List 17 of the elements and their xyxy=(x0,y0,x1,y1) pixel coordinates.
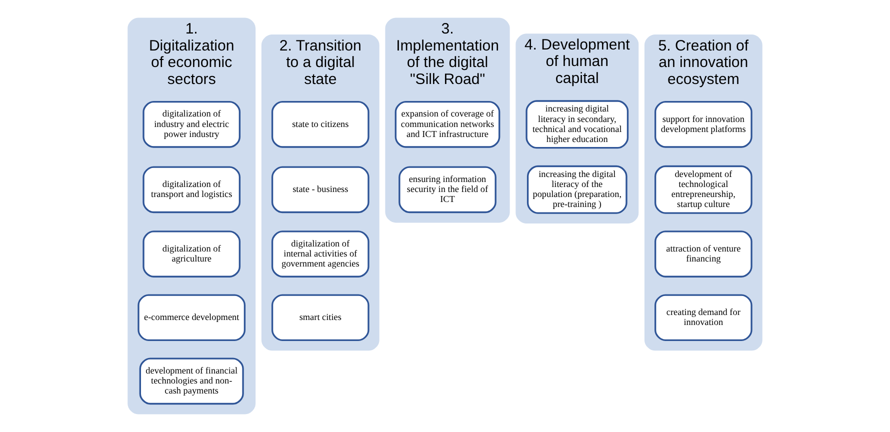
node-box: expansion of coverage of communication networks and ICT infrastructure xyxy=(394,101,500,148)
node-box: smart cities xyxy=(271,294,370,342)
node-box: state to citizens xyxy=(271,101,370,148)
node-box: digitalization of industry and electric power industry xyxy=(142,101,241,148)
node-box: digitalization of agriculture xyxy=(142,230,241,278)
node-box: creating demand for innovation xyxy=(654,294,752,342)
node-box: e-commerce development xyxy=(138,294,246,342)
node-box: support for innovation development platforms xyxy=(654,101,752,148)
node-box: attraction of venture financing xyxy=(654,230,752,278)
node-box: digitalization of transport and logistics xyxy=(142,166,241,214)
node-box: increasing the digital literacy of the population (preparation, pre-training ) xyxy=(526,165,628,214)
node-box: increasing digital literacy in secondary, technical and vocational higher education xyxy=(526,100,629,149)
node-box: digitalization of internal activities of government agencies xyxy=(271,230,370,278)
node-box: development of technological entrepreneurship, startup culture xyxy=(654,165,752,214)
node-box: development of financial technologies and non-cash payments xyxy=(139,358,244,405)
node-box: ensuring information security in the field of ICT xyxy=(398,166,496,214)
node-box: state - business xyxy=(271,166,370,214)
